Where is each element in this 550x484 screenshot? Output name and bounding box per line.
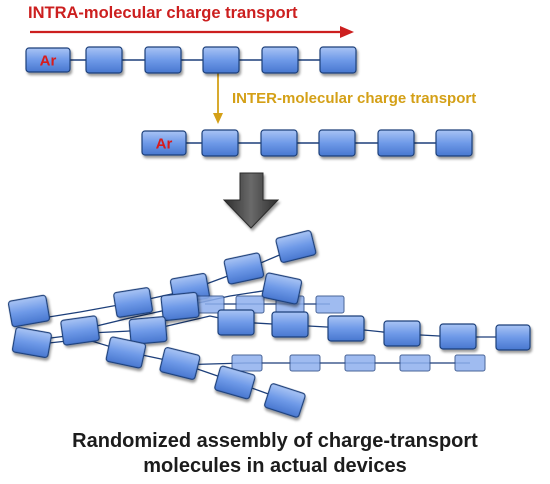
- chain-block: [144, 46, 182, 74]
- chain-block: [85, 46, 123, 74]
- assembly-block: [399, 354, 431, 372]
- assembly-block: [214, 365, 256, 400]
- assembly-block: [454, 354, 486, 372]
- chain-block: [377, 129, 415, 157]
- assembly-block: [105, 336, 147, 369]
- assembly-block: [344, 354, 376, 372]
- assembly-block: [289, 354, 321, 372]
- assembly-block: [60, 315, 100, 346]
- chain-block: [260, 129, 298, 157]
- assembly-block: [275, 230, 317, 263]
- assembly-block: [261, 272, 303, 305]
- down-arrow: [222, 172, 280, 229]
- random-assembly: [7, 230, 531, 418]
- ar-label-2: Ar: [156, 136, 173, 153]
- caption: Randomized assembly of charge-transport …: [0, 429, 550, 479]
- chain-1: Ar: [25, 46, 357, 74]
- assembly-block: [495, 324, 531, 351]
- inter-label: INTER-molecular charge transport: [232, 90, 477, 107]
- chain-block: [202, 46, 240, 74]
- inter-arrow: [213, 73, 223, 124]
- chain-block: [319, 46, 357, 74]
- assembly-block: [439, 323, 477, 350]
- assembly-block: [271, 311, 309, 338]
- assembly-block: [264, 383, 306, 418]
- assembly-block: [113, 287, 153, 318]
- assembly-block: [315, 295, 345, 314]
- assembly-block: [11, 326, 52, 359]
- assembly-block: [231, 354, 263, 372]
- caption-line-2: molecules in actual devices: [143, 455, 407, 477]
- chain-block: [261, 46, 299, 74]
- chain-2: Ar: [141, 129, 473, 157]
- assembly-block: [223, 252, 265, 285]
- chain-block: [435, 129, 473, 157]
- assembly-block: [7, 294, 51, 328]
- assembly-block: [128, 316, 168, 345]
- assembly-block: [160, 291, 200, 322]
- assembly-block: [159, 347, 201, 380]
- ar-block: [141, 130, 187, 156]
- ar-block: [25, 47, 71, 73]
- ar-label-1: Ar: [40, 53, 57, 70]
- chain-block: [201, 129, 239, 157]
- caption-line-1: Randomized assembly of charge-transport: [72, 430, 478, 452]
- assembly-block: [217, 309, 255, 336]
- intra-label: INTRA-molecular charge transport: [28, 4, 298, 22]
- chain-block: [318, 129, 356, 157]
- intra-arrow: [30, 26, 354, 38]
- assembly-block: [327, 315, 365, 342]
- assembly-block: [383, 320, 421, 347]
